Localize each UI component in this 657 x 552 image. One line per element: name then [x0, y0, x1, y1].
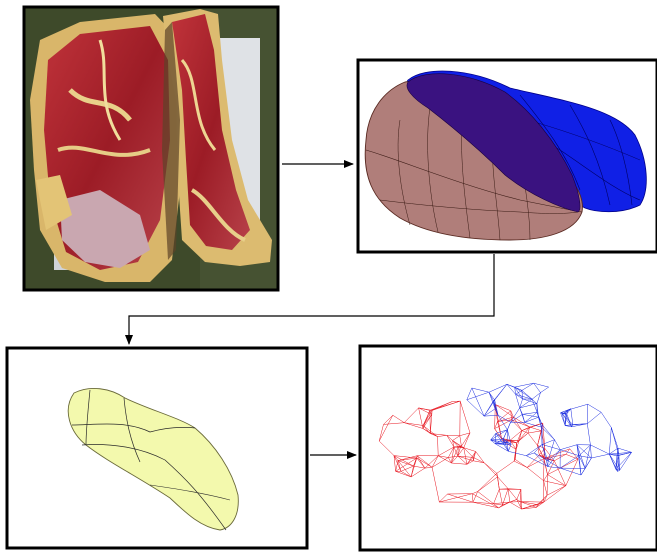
mesh-panel [360, 346, 657, 550]
surface-model-panel [358, 60, 657, 252]
photo-panel [24, 7, 278, 290]
meat-cut-photo [24, 7, 278, 290]
single-surface-panel [7, 348, 307, 548]
